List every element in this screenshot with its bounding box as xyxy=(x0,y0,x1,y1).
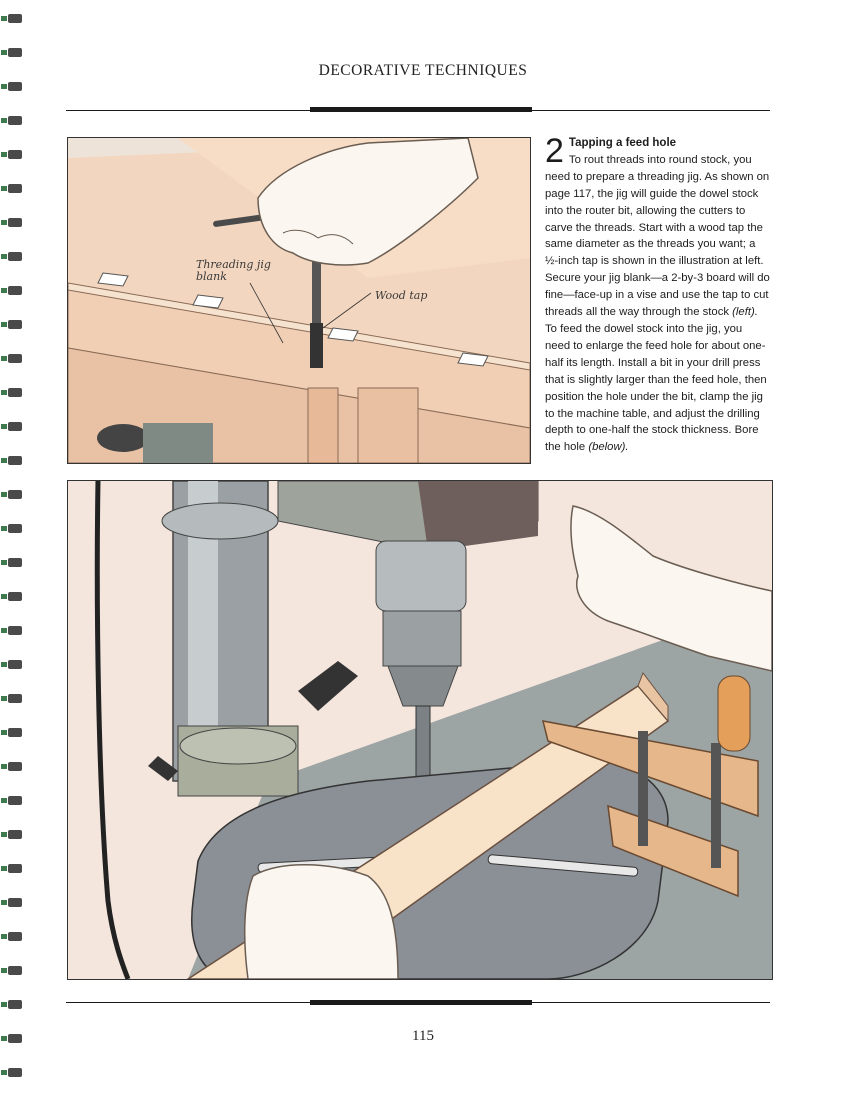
spiral-ring xyxy=(8,728,22,737)
spiral-ring xyxy=(8,898,22,907)
spiral-ring-edge xyxy=(1,628,7,633)
footer-rule-thick xyxy=(310,1000,532,1005)
spiral-ring-edge xyxy=(1,356,7,361)
callout-line-2: blank xyxy=(196,270,227,283)
spiral-ring-edge xyxy=(1,50,7,55)
spiral-ring-edge xyxy=(1,798,7,803)
spiral-ring-edge xyxy=(1,16,7,21)
spiral-ring-edge xyxy=(1,968,7,973)
spiral-ring xyxy=(8,150,22,159)
spiral-ring-edge xyxy=(1,288,7,293)
spiral-ring-edge xyxy=(1,1070,7,1075)
spiral-ring xyxy=(8,796,22,805)
spiral-ring xyxy=(8,456,22,465)
callout-line-1: Threading jig xyxy=(196,258,271,271)
spiral-ring-edge xyxy=(1,560,7,565)
spiral-ring-edge xyxy=(1,866,7,871)
spiral-ring xyxy=(8,694,22,703)
spiral-binding xyxy=(0,0,26,1095)
page-number: 115 xyxy=(412,1028,434,1044)
spiral-ring-edge xyxy=(1,186,7,191)
step-text: 2 Tapping a feed hole To rout threads in… xyxy=(545,132,770,456)
spiral-ring-edge xyxy=(1,900,7,905)
spiral-ring xyxy=(8,286,22,295)
spiral-ring xyxy=(8,830,22,839)
spiral-ring-edge xyxy=(1,526,7,531)
spiral-ring-edge xyxy=(1,220,7,225)
spiral-ring xyxy=(8,422,22,431)
spiral-ring xyxy=(8,388,22,397)
spiral-ring xyxy=(8,218,22,227)
spiral-ring-edge xyxy=(1,254,7,259)
spiral-ring xyxy=(8,14,22,23)
spiral-ring xyxy=(8,660,22,669)
spiral-ring-edge xyxy=(1,118,7,123)
step-title: Tapping a feed hole xyxy=(568,137,677,149)
spiral-ring xyxy=(8,252,22,261)
spiral-ring xyxy=(8,932,22,941)
spiral-ring-edge xyxy=(1,458,7,463)
step-number: 2 xyxy=(545,132,564,170)
spiral-ring xyxy=(8,354,22,363)
spiral-ring-edge xyxy=(1,730,7,735)
spiral-ring-edge xyxy=(1,1036,7,1041)
spiral-ring-edge xyxy=(1,934,7,939)
step-body-2: To feed the dowel stock into the jig, yo… xyxy=(545,322,767,454)
spiral-ring xyxy=(8,490,22,499)
spiral-ring xyxy=(8,320,22,329)
spiral-ring-edge xyxy=(1,832,7,837)
spiral-ring xyxy=(8,1000,22,1009)
spiral-ring xyxy=(8,966,22,975)
ref-below: (below). xyxy=(588,441,629,454)
spiral-ring xyxy=(8,558,22,567)
spiral-ring-edge xyxy=(1,424,7,429)
spiral-ring xyxy=(8,864,22,873)
spiral-ring xyxy=(8,592,22,601)
spiral-ring-edge xyxy=(1,84,7,89)
spiral-ring-edge xyxy=(1,322,7,327)
illustration-drill-press xyxy=(67,480,773,980)
spiral-ring xyxy=(8,1034,22,1043)
spiral-ring xyxy=(8,762,22,771)
spiral-ring-edge xyxy=(1,390,7,395)
spiral-ring-edge xyxy=(1,1002,7,1007)
callout-wood-tap: Wood tap xyxy=(375,289,428,302)
spiral-ring xyxy=(8,82,22,91)
spiral-ring xyxy=(8,1068,22,1077)
step-body-1: To rout threads into round stock, you ne… xyxy=(545,153,770,319)
spiral-ring xyxy=(8,184,22,193)
ref-left: (left). xyxy=(732,306,758,319)
running-header: DECORATIVE TECHNIQUES xyxy=(318,62,528,79)
spiral-ring xyxy=(8,116,22,125)
header-rule-thick xyxy=(310,107,532,112)
spiral-ring-edge xyxy=(1,152,7,157)
spiral-ring xyxy=(8,626,22,635)
spiral-ring-edge xyxy=(1,764,7,769)
spiral-ring-edge xyxy=(1,492,7,497)
callout-threading-jig-blank: Threading jig blank xyxy=(196,259,271,283)
spiral-ring-edge xyxy=(1,696,7,701)
illustration-wood-tap: Threading jig blank Wood tap xyxy=(67,137,531,464)
spiral-ring-edge xyxy=(1,594,7,599)
spiral-ring xyxy=(8,524,22,533)
spiral-ring xyxy=(8,48,22,57)
spiral-ring-edge xyxy=(1,662,7,667)
